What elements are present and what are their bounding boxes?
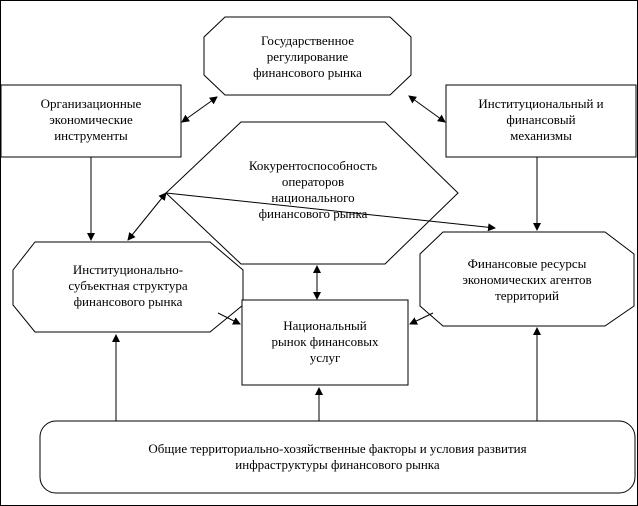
state-regulation-label: Государственное регулирование финансовог… bbox=[253, 33, 362, 80]
competitiveness-label: Кокурентоспособность операторов национал… bbox=[248, 158, 378, 221]
inst-financial-box bbox=[445, 84, 637, 158]
financial-resources-box bbox=[419, 231, 635, 327]
org-instruments-label: Организационные экономические инструмент… bbox=[40, 96, 142, 143]
national-market-box bbox=[241, 299, 409, 386]
inst-subject-box bbox=[12, 241, 244, 333]
general-factors-label: Общие территориально-хозяйственные факто… bbox=[148, 441, 527, 472]
financial-resources-label: Финансовые ресурсы экономических агентов… bbox=[462, 256, 592, 303]
arrow-state-inst bbox=[408, 95, 446, 123]
general-factors-box bbox=[39, 420, 636, 494]
arrow-comp-resources bbox=[165, 192, 496, 232]
state-regulation-box bbox=[203, 16, 412, 96]
arrow-org-state bbox=[181, 96, 218, 123]
inst-financial-label: Институциональный и финансовый механизмы bbox=[478, 96, 604, 143]
org-instruments-box bbox=[0, 84, 182, 158]
national-market-label: Национальный рынок финансовых услуг bbox=[271, 318, 379, 365]
arrow-comp-subject bbox=[127, 192, 167, 241]
inst-subject-label: Институционально- субъектная структура ф… bbox=[68, 262, 188, 309]
arrow-subject-market bbox=[217, 312, 241, 325]
arrow-resources-market bbox=[409, 312, 434, 325]
